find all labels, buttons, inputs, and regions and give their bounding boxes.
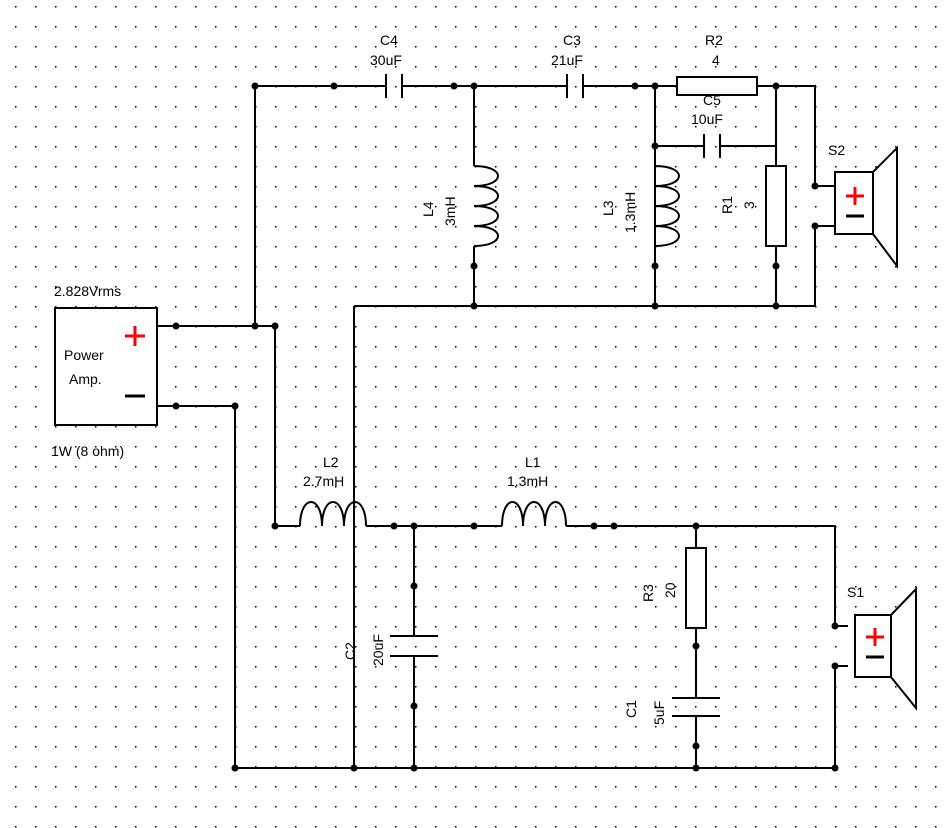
c4-ref: C4 (380, 32, 398, 48)
node (651, 302, 659, 310)
c5-value: 10uF (691, 111, 723, 127)
c3-ref: C3 (563, 32, 581, 48)
node (772, 302, 780, 310)
s2-plus-icon (846, 187, 864, 205)
c2-value: 20uF (370, 634, 386, 666)
wire-tweeter-return (354, 225, 835, 307)
node (831, 622, 839, 630)
l1-value: 1.3mH (507, 473, 548, 489)
s2-ref: S2 (828, 142, 845, 158)
amp-label-1: Power (64, 347, 104, 363)
l3-ref: L3 (600, 200, 616, 216)
node (251, 322, 259, 330)
node (271, 322, 279, 330)
node (651, 262, 659, 270)
node (772, 82, 780, 90)
r1-value: 3 (741, 201, 757, 209)
c4-value: 30uF (370, 52, 402, 68)
node (470, 82, 478, 90)
c1-ref: C1 (623, 700, 639, 718)
node (172, 402, 180, 410)
plus-icon (125, 326, 145, 346)
inductor-l3[interactable] (654, 165, 680, 247)
junction-nodes (172, 82, 839, 772)
node (692, 642, 700, 650)
capacitor-c5[interactable] (703, 134, 721, 158)
capacitor-c2[interactable] (390, 635, 438, 657)
node (692, 522, 700, 530)
node (470, 262, 478, 270)
node (651, 142, 659, 150)
node (470, 302, 478, 310)
s1-ref: S1 (847, 584, 864, 600)
node (231, 402, 239, 410)
inductor-l2[interactable] (299, 501, 367, 527)
resistor-r3[interactable] (685, 547, 707, 629)
wire-amp-plus (158, 325, 300, 527)
node (831, 662, 839, 670)
node (410, 702, 418, 710)
capacitor-c4[interactable] (385, 74, 403, 98)
node (831, 764, 839, 772)
node (231, 764, 239, 772)
node (610, 522, 618, 530)
source-power: 1W (8 ohm) (51, 443, 124, 459)
s1-plus-icon (866, 628, 884, 646)
wire-l1-out (566, 525, 848, 627)
l2-ref: L2 (323, 454, 339, 470)
resistor-r1[interactable] (765, 165, 787, 247)
r3-value: 20 (662, 582, 678, 598)
source-voltage: 2.828Vrms (54, 283, 121, 299)
r2-value: 4 (712, 52, 720, 68)
node (631, 82, 639, 90)
l4-value: 3mH (442, 196, 458, 226)
inductor-l1[interactable] (501, 501, 567, 527)
node (692, 742, 700, 750)
node (410, 582, 418, 590)
wires (158, 85, 848, 769)
node (390, 522, 398, 530)
node (410, 522, 418, 530)
amp-label-2: Amp. (69, 371, 102, 387)
l1-ref: L1 (525, 454, 541, 470)
l2-value: 2.7mH (303, 473, 344, 489)
capacitor-c1[interactable] (672, 697, 720, 717)
r2-ref: R2 (705, 32, 723, 48)
speaker-s2[interactable] (834, 145, 898, 269)
node (651, 82, 659, 90)
node (811, 222, 819, 230)
power-amp[interactable]: Power Amp. (54, 307, 158, 426)
inductor-l4[interactable] (473, 165, 499, 247)
node (330, 82, 338, 90)
node (692, 764, 700, 772)
node (271, 522, 279, 530)
l4-ref: L4 (420, 201, 436, 217)
speaker-s1[interactable] (854, 586, 917, 711)
r3-ref: R3 (640, 584, 656, 602)
node (590, 522, 598, 530)
capacitor-c3[interactable] (566, 74, 584, 98)
c2-ref: C2 (342, 642, 358, 660)
node (772, 262, 780, 270)
l3-value: 1.3mH (622, 192, 638, 233)
node (811, 182, 819, 190)
wire-top-r2 (757, 85, 835, 187)
r1-ref: R1 (719, 196, 735, 214)
node (172, 322, 180, 330)
wire-amp-minus (158, 405, 848, 769)
node (410, 764, 418, 772)
c3-value: 21uF (551, 52, 583, 68)
resistor-r2[interactable] (676, 76, 758, 96)
c1-value: 5uF (651, 701, 667, 725)
node (450, 82, 458, 90)
node (470, 522, 478, 530)
node (350, 764, 358, 772)
node (251, 82, 259, 90)
